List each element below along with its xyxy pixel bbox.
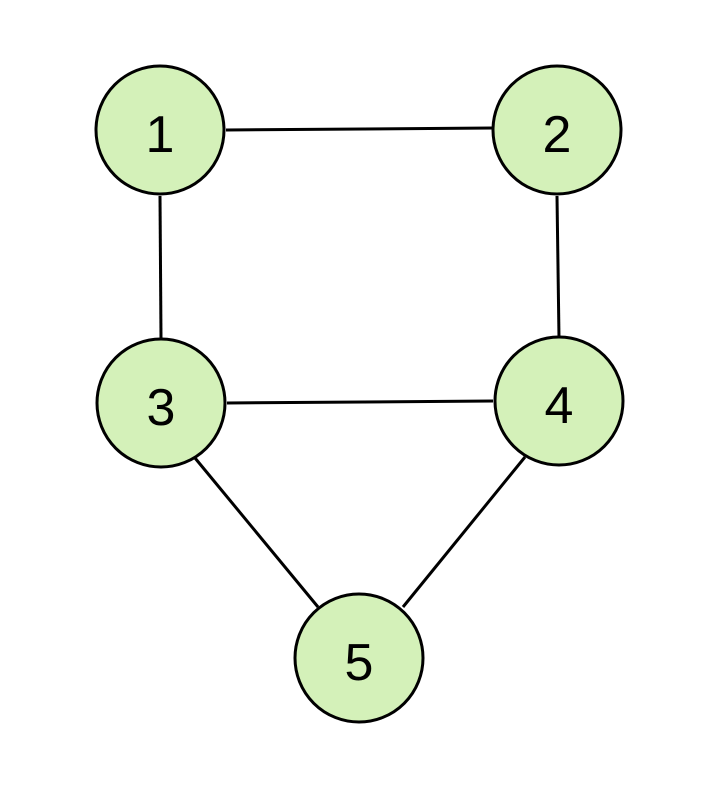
edge-3-5 [193,457,320,608]
node-4-circle [493,335,625,467]
edge-2-4 [555,195,561,339]
edge-3-4 [226,399,494,405]
node-3: 3 [95,337,227,469]
edge-1-2 [225,126,494,132]
node-3-label: 3 [147,379,176,437]
node-2-label: 2 [543,106,572,164]
node-1-circle [94,64,226,196]
node-5-circle [293,592,425,724]
nodes-layer: 1 2 3 4 5 [94,64,625,724]
node-5-label: 5 [345,634,374,692]
node-1: 1 [94,64,226,196]
node-2: 2 [491,64,623,196]
node-4-label: 4 [545,377,574,435]
edge-1-3 [158,195,163,339]
node-3-circle [95,337,227,469]
node-2-circle [491,64,623,196]
node-4: 4 [493,335,625,467]
node-5: 5 [293,592,425,724]
edges-layer [158,126,561,608]
node-1-label: 1 [146,106,175,164]
edge-4-5 [401,456,527,608]
